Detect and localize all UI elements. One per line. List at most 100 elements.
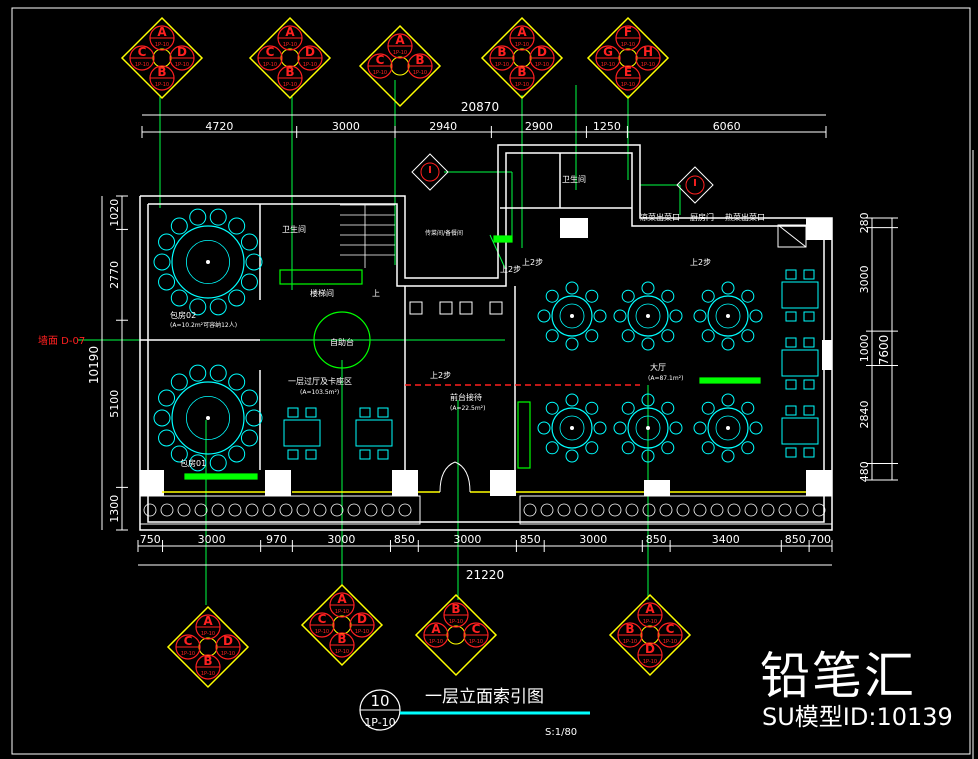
symbol-sub-top: 1P-10 bbox=[201, 631, 215, 637]
chair bbox=[189, 208, 207, 226]
label-kitchen-exit-2: 热菜出菜口 bbox=[725, 212, 765, 222]
booth-chair bbox=[287, 407, 299, 418]
symbol-letter-bottom: E bbox=[624, 65, 632, 79]
chair bbox=[741, 329, 755, 343]
chair bbox=[621, 401, 635, 415]
label-stairs: 楼梯间 bbox=[310, 288, 334, 298]
plant bbox=[523, 503, 537, 517]
room-labels: 包房02 (A=10.2m²可容纳12人) 包房01 卫生间 卫生间 楼梯间 上… bbox=[170, 174, 765, 468]
dim-seg-left-2: 5100 bbox=[108, 390, 121, 418]
round-table-inner bbox=[715, 303, 741, 329]
plant bbox=[245, 503, 259, 517]
chair bbox=[240, 273, 258, 291]
symbol-diamond bbox=[358, 24, 442, 108]
chair bbox=[585, 441, 599, 455]
symbol-letter-top: A bbox=[157, 25, 167, 39]
side-chair bbox=[785, 405, 797, 416]
booth-chair bbox=[377, 407, 389, 418]
plant bbox=[381, 503, 395, 517]
round-table-inner bbox=[715, 415, 741, 441]
plant bbox=[659, 503, 673, 517]
table-center bbox=[646, 314, 650, 318]
round-table-inner bbox=[559, 415, 585, 441]
symbol-letter-left: C bbox=[318, 612, 327, 626]
round-table-inner bbox=[559, 303, 585, 329]
round-table bbox=[707, 407, 749, 449]
symbol-sub-right: 1P-10 bbox=[221, 651, 235, 657]
symbol-diamond bbox=[414, 593, 498, 677]
dim-top-total: 20870 bbox=[461, 100, 499, 114]
symbol-letter-left: B bbox=[497, 45, 506, 59]
small-index-small2: I bbox=[676, 166, 714, 204]
label-reception-area: (A=22.5m²) bbox=[450, 405, 485, 412]
chair bbox=[585, 289, 599, 303]
chair bbox=[721, 337, 735, 351]
plant bbox=[143, 503, 157, 517]
chair bbox=[565, 393, 579, 407]
symbol-sub-bottom: 1P-10 bbox=[621, 82, 635, 88]
chair bbox=[661, 441, 675, 455]
chair bbox=[701, 329, 715, 343]
symbol-letter-top: A bbox=[203, 614, 213, 628]
symbol-letter-right: C bbox=[472, 622, 481, 636]
booth-chair bbox=[305, 407, 317, 418]
chair bbox=[701, 441, 715, 455]
plant bbox=[795, 503, 809, 517]
symbol-sub-top: 1P-10 bbox=[335, 609, 349, 615]
label-step-3: 上2步 bbox=[430, 371, 451, 380]
chair bbox=[721, 393, 735, 407]
symbol-sub-top: 1P-10 bbox=[155, 42, 169, 48]
chair bbox=[209, 454, 227, 472]
symbol-sub-left: 1P-10 bbox=[373, 70, 387, 76]
chair bbox=[585, 401, 599, 415]
table-center bbox=[646, 426, 650, 430]
drawing-scale: S:1/80 bbox=[545, 727, 577, 738]
chair bbox=[741, 441, 755, 455]
chair bbox=[661, 329, 675, 343]
plant bbox=[591, 503, 605, 517]
side-chair bbox=[803, 269, 815, 280]
booth-chair bbox=[359, 407, 371, 418]
label-lobby: 一层过厅及卡座区 bbox=[288, 376, 352, 386]
dim-seg-right-4: 480 bbox=[858, 461, 871, 482]
symbol-letter-bottom: B bbox=[203, 654, 212, 668]
kitchen-hatch-line bbox=[777, 224, 807, 248]
dim-seg-bottom-10: 850 bbox=[785, 533, 806, 546]
chair bbox=[545, 289, 559, 303]
side-table bbox=[781, 349, 819, 377]
small-index-small1: I bbox=[411, 153, 449, 191]
symbol-letter-top: A bbox=[517, 25, 527, 39]
chair bbox=[565, 281, 579, 295]
symbol-diamond bbox=[586, 16, 670, 100]
plant bbox=[330, 503, 344, 517]
dim-seg-bottom-11: 700 bbox=[810, 533, 831, 546]
symbol-sub-bottom: 1P-10 bbox=[155, 82, 169, 88]
side-table bbox=[781, 417, 819, 445]
plant bbox=[313, 503, 327, 517]
label-washroom-1: 卫生间 bbox=[282, 224, 306, 234]
chair bbox=[565, 337, 579, 351]
symbol-sub-bottom: 1P-10 bbox=[643, 659, 657, 665]
kitchen-hatch bbox=[777, 224, 807, 248]
plant bbox=[194, 503, 208, 517]
dim-seg-bottom-2: 970 bbox=[266, 533, 287, 546]
dim-right-total: 7600 bbox=[877, 335, 891, 366]
booth-chair bbox=[305, 449, 317, 460]
planter-plants bbox=[143, 503, 826, 517]
right-dimension-chain bbox=[871, 218, 893, 480]
symbol-letter-right: D bbox=[357, 612, 367, 626]
table-center bbox=[206, 416, 210, 420]
round-table bbox=[627, 407, 669, 449]
chair bbox=[565, 449, 579, 463]
counter-chair bbox=[489, 301, 503, 315]
label-reception: 前台接待 bbox=[450, 392, 482, 402]
table-center bbox=[206, 260, 210, 264]
index-symbols: A1P-10C1P-10D1P-10B1P-10A1P-10C1P-10D1P-… bbox=[120, 16, 714, 689]
chair bbox=[585, 329, 599, 343]
chair bbox=[158, 233, 176, 251]
plant bbox=[676, 503, 690, 517]
